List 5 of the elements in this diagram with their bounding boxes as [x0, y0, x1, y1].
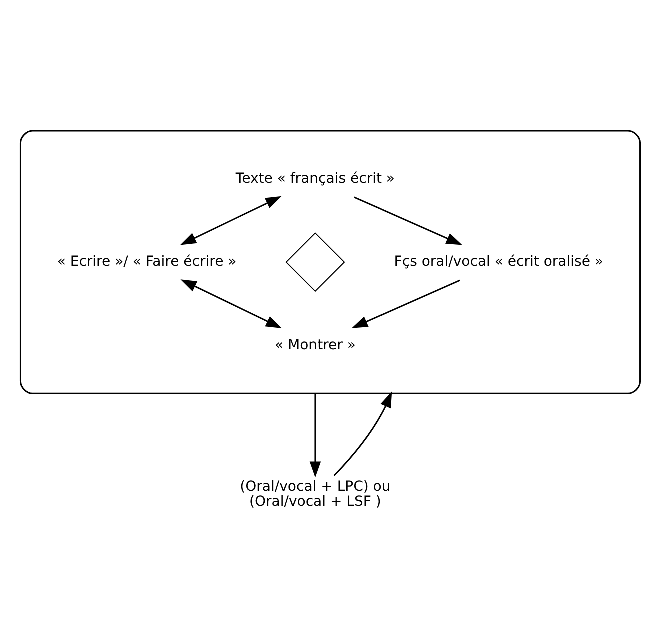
node-text: Fçs oral/vocal « écrit oralisé »: [394, 254, 604, 270]
node-text: Texte « français écrit »: [236, 170, 395, 186]
node-text: « Ecrire »/ « Faire écrire »: [57, 254, 237, 270]
node-text: « Montrer »: [274, 336, 356, 353]
node-text: (Oral/vocal + LPC) ou (Oral/vocal + LSF ): [240, 478, 391, 510]
